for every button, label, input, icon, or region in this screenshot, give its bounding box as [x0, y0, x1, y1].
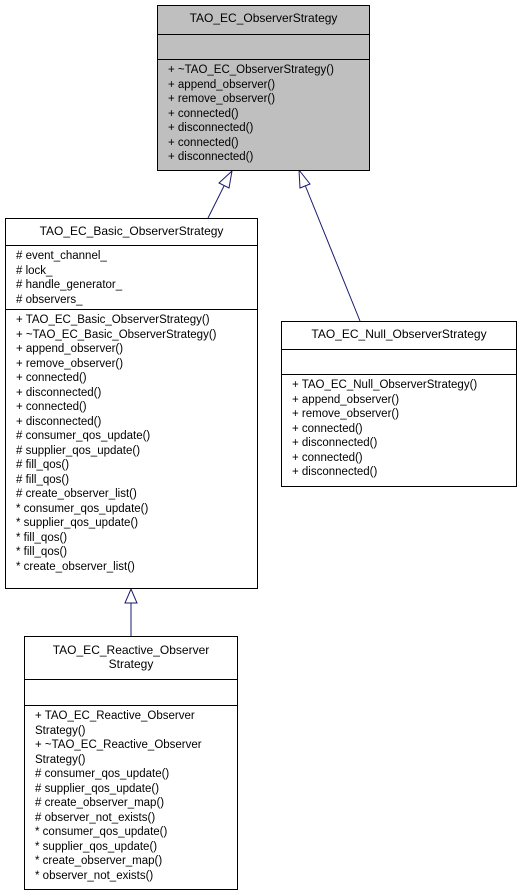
class-name-line: Strategy — [108, 657, 154, 671]
attribute: # lock_ — [16, 264, 53, 277]
method: + disconnected() — [16, 415, 102, 428]
attributes-section — [158, 34, 369, 59]
method: + disconnected() — [292, 437, 378, 449]
class-name: TAO_EC_Null_ObserverStrategy — [311, 327, 487, 341]
method: + disconnected() — [168, 122, 254, 134]
method: + TAO_EC_Null_ObserverStrategy() — [292, 379, 478, 391]
arrowhead-basic-to-base — [218, 169, 233, 189]
method: + remove_observer() — [16, 357, 124, 370]
method: * supplier_qos_update() — [35, 840, 158, 853]
attributes-section: # event_channel_ # lock_ # handle_genera… — [6, 245, 257, 309]
method: # create_observer_map() — [35, 797, 165, 809]
method: + disconnected() — [292, 466, 378, 478]
method: + TAO_EC_Reactive_Observer — [35, 710, 195, 722]
method: + connected() — [292, 422, 363, 435]
method: * create_observer_list() — [16, 560, 135, 573]
class-basic-observer-strategy[interactable]: TAO_EC_Basic_ObserverStrategy # event_ch… — [5, 218, 258, 589]
class-name: TAO_EC_ObserverStrategy — [189, 11, 338, 25]
attributes-section — [282, 349, 516, 374]
method: * supplier_qos_update() — [16, 517, 139, 529]
class-observer-strategy[interactable]: TAO_EC_ObserverStrategy + ~TAO_EC_Observ… — [157, 5, 370, 171]
method: + connected() — [16, 372, 87, 384]
method: + connected() — [168, 136, 239, 149]
method: + connected() — [16, 401, 87, 413]
method: + append_observer() — [292, 393, 400, 406]
methods-section: + TAO_EC_Reactive_Observer Strategy() + … — [25, 705, 237, 885]
method: + TAO_EC_Basic_ObserverStrategy() — [16, 314, 210, 326]
class-name-line: TAO_EC_Reactive_Observer — [52, 643, 210, 657]
attribute: # event_channel_ — [16, 250, 107, 262]
method: + ~TAO_EC_Reactive_Observer — [35, 739, 202, 751]
methods-section: + TAO_EC_Null_ObserverStrategy() + appen… — [282, 374, 516, 482]
method: # consumer_qos_update() — [16, 430, 151, 442]
method: # supplier_qos_update() — [16, 444, 141, 457]
method: * consumer_qos_update() — [16, 502, 149, 515]
method: # fill_qos() — [16, 473, 70, 486]
method: Strategy() — [35, 753, 86, 766]
class-name: TAO_EC_Reactive_Observer Strategy — [25, 637, 237, 679]
method: # observer_not_exists() — [35, 811, 156, 824]
method: * fill_qos() — [16, 531, 68, 544]
arrow-null-to-base — [304, 184, 361, 322]
arrow-basic-to-base — [207, 185, 225, 219]
method: + append_observer() — [16, 343, 124, 355]
method: + append_observer() — [168, 78, 276, 91]
method: + disconnected() — [16, 386, 102, 399]
method: # consumer_qos_update() — [35, 768, 170, 780]
method: + ~TAO_EC_ObserverStrategy() — [168, 64, 334, 76]
method: # supplier_qos_update() — [35, 782, 160, 795]
methods-section: + TAO_EC_Basic_ObserverStrategy() + ~TAO… — [6, 309, 257, 576]
attributes-section — [25, 679, 237, 705]
method: # fill_qos() — [16, 459, 70, 471]
method: * fill_qos() — [16, 546, 68, 558]
method: + connected() — [292, 451, 363, 464]
method: + disconnected() — [168, 151, 254, 163]
arrowhead-null-to-base — [298, 168, 311, 189]
method: # create_observer_list() — [16, 488, 137, 500]
class-null-observer-strategy[interactable]: TAO_EC_Null_ObserverStrategy + TAO_EC_Nu… — [281, 321, 517, 487]
class-reactive-observer-strategy[interactable]: TAO_EC_Reactive_Observer Strategy + TAO_… — [24, 636, 238, 890]
method: * observer_not_exists() — [35, 869, 154, 882]
methods-section: + ~TAO_EC_ObserverStrategy() + append_ob… — [158, 59, 369, 167]
class-name: TAO_EC_Basic_ObserverStrategy — [39, 224, 224, 238]
method: + remove_observer() — [168, 93, 276, 105]
method: * create_observer_map() — [35, 855, 163, 867]
method: + connected() — [168, 107, 239, 120]
method: + remove_observer() — [292, 408, 400, 420]
method: + ~TAO_EC_Basic_ObserverStrategy() — [16, 328, 217, 341]
attribute: # handle_generator_ — [16, 279, 123, 291]
method: Strategy() — [35, 724, 86, 737]
attribute: # observers_ — [16, 293, 83, 306]
method: * consumer_qos_update() — [35, 826, 168, 838]
arrowhead-reactive-to-basic — [124, 587, 138, 604]
